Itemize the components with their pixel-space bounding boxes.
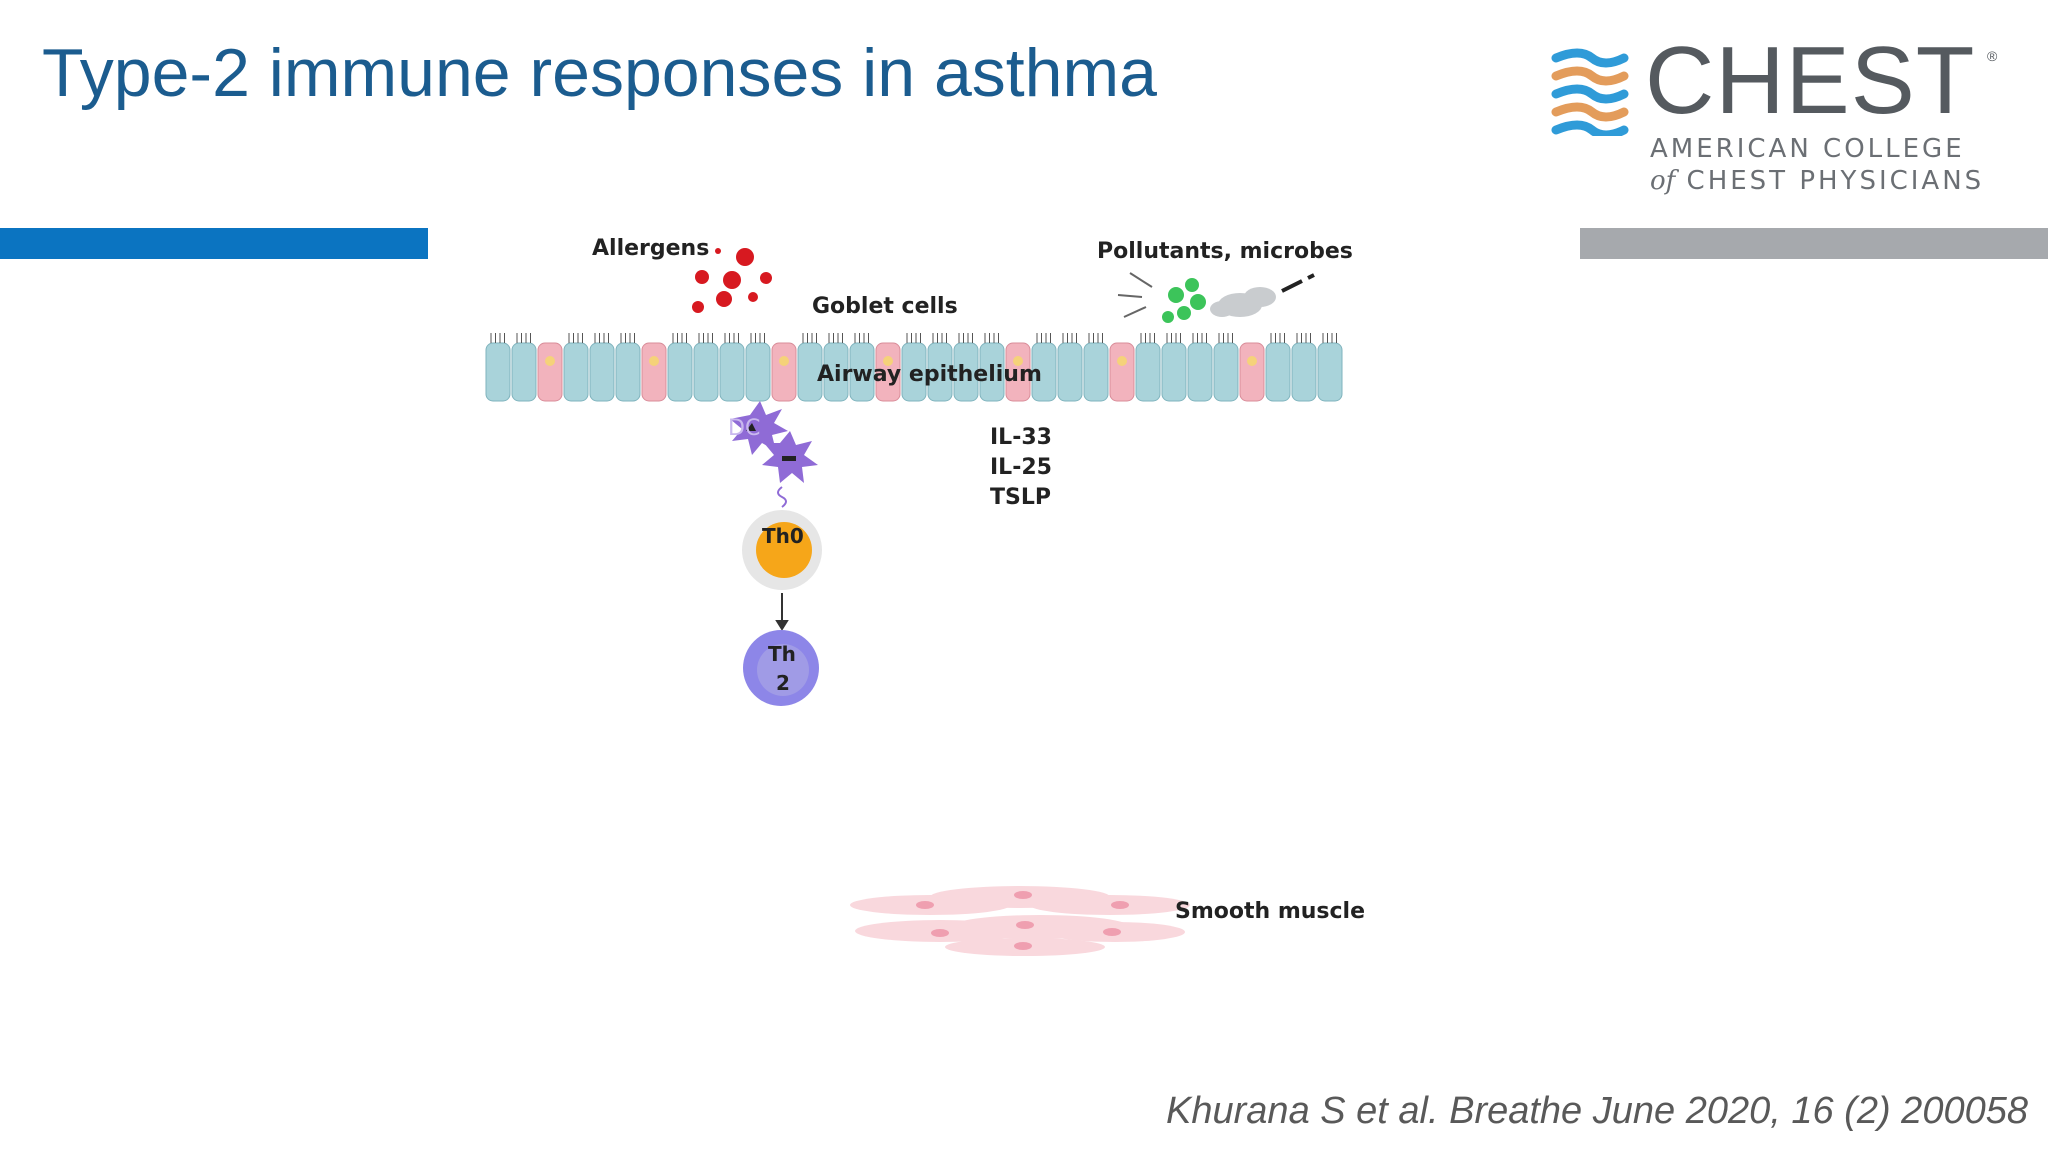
epithelial-cell xyxy=(823,342,849,402)
th0-cell-icon xyxy=(742,510,822,590)
mucus-granule xyxy=(1117,356,1127,366)
mucus-granule xyxy=(779,356,789,366)
label-th0: Th0 xyxy=(762,524,804,548)
logo-subtitle-line1: AMERICAN COLLEGE xyxy=(1650,134,1965,164)
microbe-cluster-icon xyxy=(1162,278,1206,323)
epithelial-cell xyxy=(849,342,875,402)
differentiation-arrow-icon xyxy=(775,593,789,631)
goblet-cell xyxy=(1109,342,1135,402)
epithelial-cell xyxy=(511,342,537,402)
allergen-particles-icon xyxy=(692,248,772,313)
epithelial-cell xyxy=(667,342,693,402)
label-goblet-cells: Goblet cells xyxy=(812,294,958,319)
label-pollutants-microbes: Pollutants, microbes xyxy=(1097,239,1353,264)
epithelial-cell xyxy=(797,342,823,402)
goblet-cell xyxy=(537,342,563,402)
chest-logo-mark-icon xyxy=(1551,48,1629,136)
mucus-granule xyxy=(1247,356,1257,366)
epithelial-cell xyxy=(1265,342,1291,402)
epithelial-cell xyxy=(615,342,641,402)
epithelial-cell xyxy=(745,342,771,402)
label-th2-line1: Th xyxy=(768,642,796,666)
dendritic-cell-icon: DC xyxy=(728,401,818,483)
airway-epithelium-layer xyxy=(485,333,1343,402)
smoke-cloud-icon xyxy=(1210,287,1276,317)
epithelial-cell xyxy=(1291,342,1317,402)
logo-registered-mark: ® xyxy=(1987,48,1998,64)
label-allergens: Allergens xyxy=(592,236,709,261)
goblet-cell xyxy=(875,342,901,402)
citation-reference: Khurana S et al. Breathe June 2020, 16 (… xyxy=(1166,1090,2028,1132)
label-tslp: TSLP xyxy=(990,485,1051,510)
epithelial-cell xyxy=(1057,342,1083,402)
slide-title: Type-2 immune responses in asthma xyxy=(42,35,1157,111)
logo-subtitle-rest: CHEST PHYSICIANS xyxy=(1686,166,1985,196)
epithelial-cell xyxy=(1135,342,1161,402)
epithelial-cell xyxy=(1317,342,1343,402)
epithelial-cell xyxy=(693,342,719,402)
goblet-cell xyxy=(1005,342,1031,402)
immune-response-diagram: Allergens Pollutants, microbes Goblet ce… xyxy=(485,236,1365,956)
epithelial-cell xyxy=(1161,342,1187,402)
epithelial-cell xyxy=(589,342,615,402)
mucus-granule xyxy=(545,356,555,366)
epithelial-cell xyxy=(927,342,953,402)
logo-wordmark: CHEST xyxy=(1645,27,1976,134)
goblet-cell xyxy=(1239,342,1265,402)
th2-cell-icon xyxy=(743,630,819,706)
epithelial-cell xyxy=(563,342,589,402)
logo-subtitle-line2: of CHEST PHYSICIANS xyxy=(1650,166,1984,196)
epithelial-cell xyxy=(719,342,745,402)
mucus-granule xyxy=(649,356,659,366)
accent-bar-left xyxy=(0,228,428,259)
chest-logo: CHEST ® AMERICAN COLLEGE of CHEST PHYSIC… xyxy=(1550,27,2010,206)
label-airway-epithelium: Airway epithelium xyxy=(817,362,1042,387)
goblet-cell xyxy=(771,342,797,402)
particle-streak-icon xyxy=(1281,273,1315,293)
dc-th0-connector xyxy=(777,486,787,508)
goblet-cell xyxy=(641,342,667,402)
smooth-muscle-cells-icon xyxy=(850,886,1190,956)
epithelial-cell xyxy=(1031,342,1057,402)
epithelial-cell xyxy=(979,342,1005,402)
epithelial-cell xyxy=(901,342,927,402)
epithelial-cell xyxy=(953,342,979,402)
label-dc: DC xyxy=(728,416,760,441)
label-il25: IL-25 xyxy=(990,455,1052,480)
epithelial-cell xyxy=(485,342,511,402)
epithelial-cell xyxy=(1213,342,1239,402)
mucus-granule xyxy=(883,356,893,366)
epithelial-cell xyxy=(1187,342,1213,402)
label-il33: IL-33 xyxy=(990,425,1052,450)
logo-subtitle-of: of xyxy=(1650,166,1676,196)
label-smooth-muscle: Smooth muscle xyxy=(1175,899,1365,924)
mucus-granule xyxy=(1013,356,1023,366)
epithelial-cell xyxy=(1083,342,1109,402)
accent-bar-right xyxy=(1580,228,2048,259)
label-th2-line2: 2 xyxy=(776,671,790,695)
pollutant-lines-icon xyxy=(1117,272,1153,318)
